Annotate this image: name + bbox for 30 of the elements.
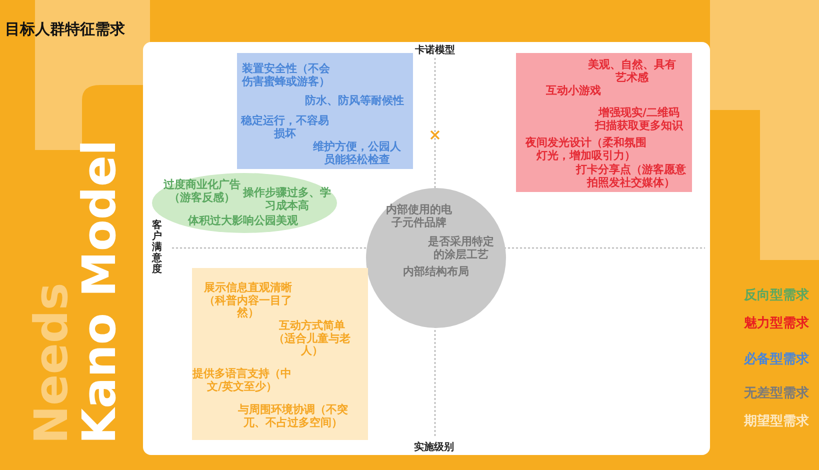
requirement-text: 体积过大影响公园美观 <box>188 215 299 228</box>
requirement-text: 内部使用的电子元件品牌 <box>385 204 453 230</box>
requirement-text: 夜间发光设计（柔和氛围灯光，增加吸引力） <box>524 137 648 162</box>
requirement-text: 内部结构布局 <box>402 266 470 279</box>
requirement-text: 防水、防风等耐候性 <box>305 95 405 108</box>
vertical-heading: Needs <box>28 282 74 444</box>
requirement-text: 互动小游戏 <box>546 85 602 98</box>
requirement-text: 是否采用特定的涂层工艺 <box>427 236 495 262</box>
legend-text: 反向型需求 <box>744 287 809 304</box>
requirement-text: 增强现实/二维码扫描获取更多知识 <box>594 107 684 132</box>
requirement-text: 打卡分享点（游客愿意拍照发社交媒体） <box>574 164 687 190</box>
requirement-text: 维护方便，公园人员能轻松检查 <box>312 141 402 166</box>
requirement-text: 互动方式简单（适合儿童与老人） <box>272 320 352 358</box>
requirement-text: 过度商业化广告（游客反感） <box>162 179 242 204</box>
requirement-text: 美观、自然、具有艺术感 <box>587 59 677 84</box>
requirement-text: 提供多语言支持（中文/英文至少） <box>192 368 292 394</box>
legend-text: 期望型需求 <box>744 412 809 430</box>
axis-label: 卡诺模型 <box>415 44 455 57</box>
legend-text: 无差型需求 <box>744 385 809 402</box>
legend-text: 魅力型需求 <box>744 315 809 332</box>
requirement-text: 与周围环境协调（不突兀、不占过多空间） <box>237 404 349 430</box>
axis-label: 客户满意度 <box>152 220 162 275</box>
requirement-text: 稳定运行，不容易损坏 <box>240 115 330 140</box>
requirement-text: 装置安全性（不会伤害蜜蜂或游客） <box>242 63 331 88</box>
vertical-heading: Kano Model <box>76 140 122 444</box>
requirement-text: 展示信息直观清晰（科普内容一目了然） <box>203 282 293 320</box>
legend-text: 必备型需求 <box>744 350 809 368</box>
diagram-title: 目标人群特征需求 <box>5 20 125 39</box>
requirement-text: 操作步骤过多、学习成本高 <box>242 187 332 212</box>
axis-label: 实施级别 <box>414 440 454 454</box>
